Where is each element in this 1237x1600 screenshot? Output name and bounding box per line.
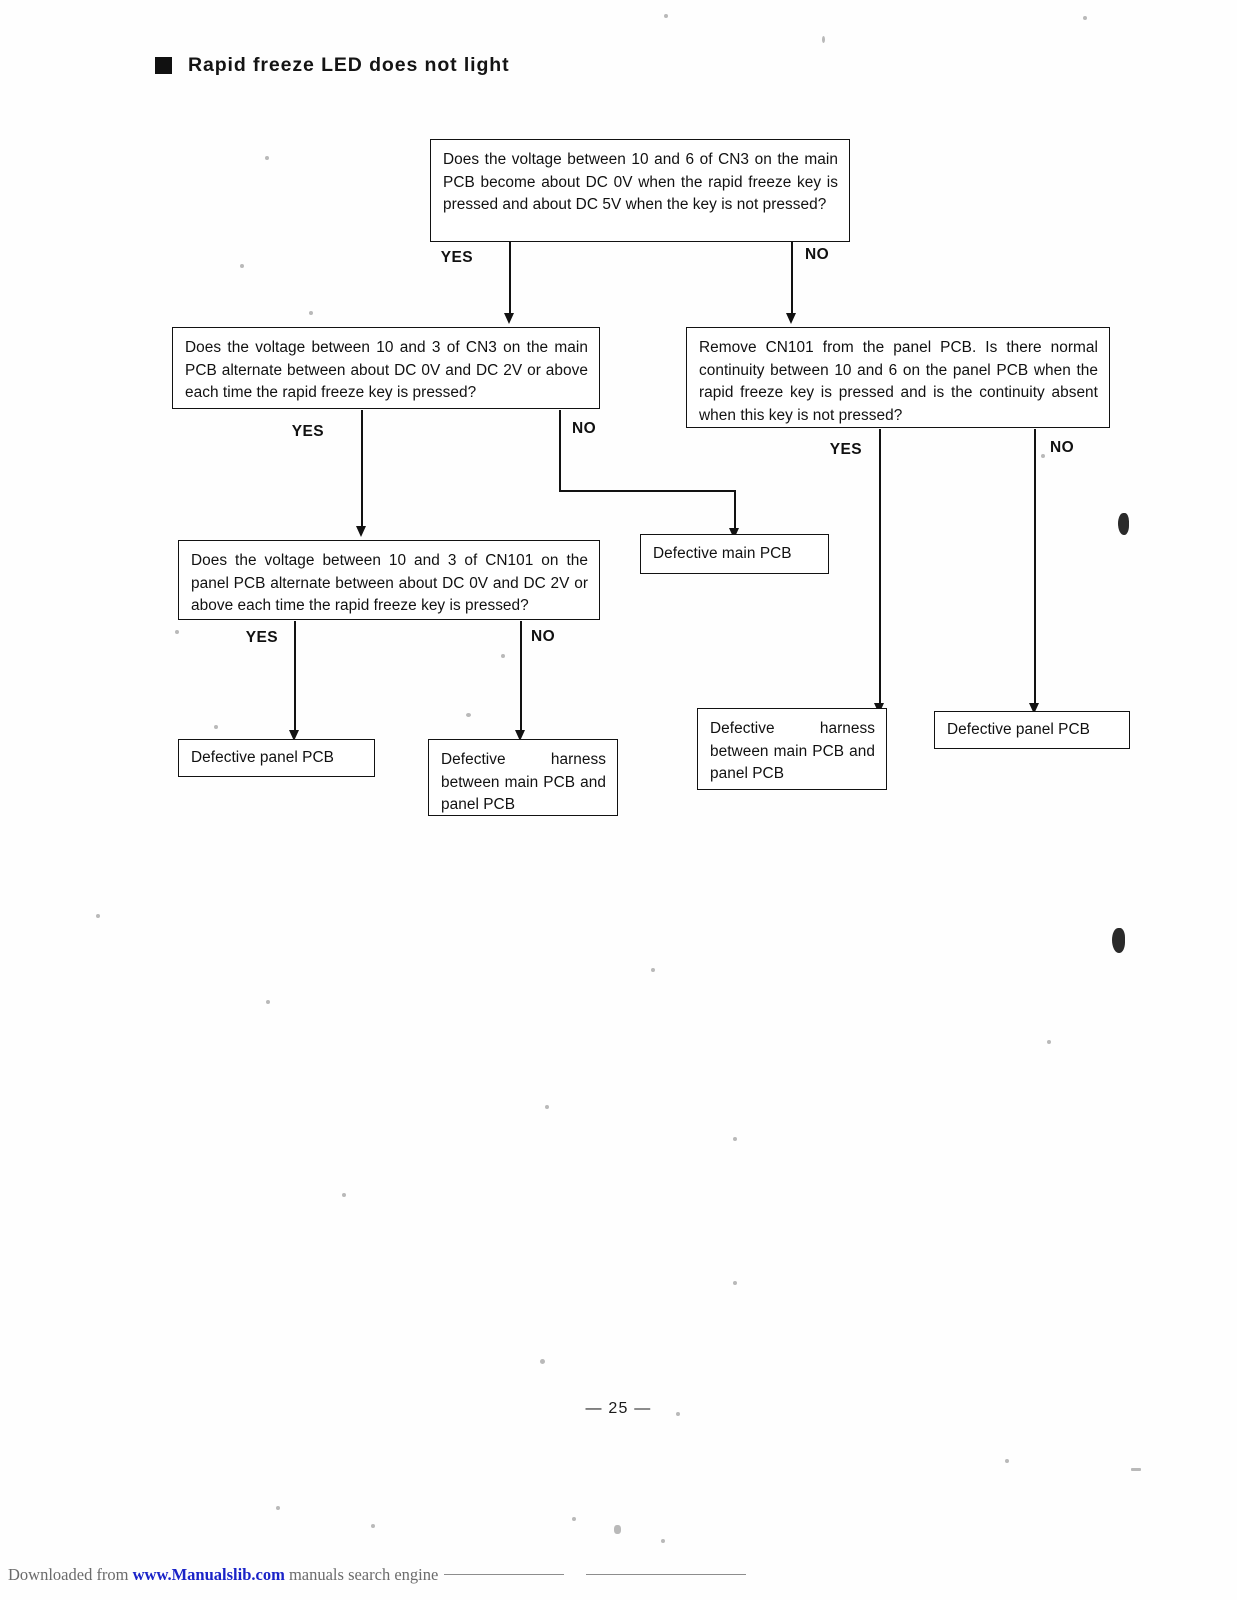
arrowhead-q2-yes xyxy=(356,526,366,537)
flowchart-node-q3-text: Remove CN101 from the panel PCB. Is ther… xyxy=(699,339,1098,424)
scan-speck-23 xyxy=(1005,1459,1009,1463)
scan-speck-11 xyxy=(466,713,471,717)
branch-label-q1-no: NO xyxy=(805,246,830,263)
arrowhead-q4-yes xyxy=(289,730,299,741)
scan-speck-1 xyxy=(1131,1468,1141,1471)
scan-speck-17 xyxy=(545,1105,549,1109)
scan-speck-9 xyxy=(175,630,179,634)
scan-speck-22 xyxy=(676,1412,680,1416)
scan-speck-24 xyxy=(276,1506,280,1510)
page-number: — 25 — xyxy=(585,1400,652,1417)
watermark-rule-2 xyxy=(586,1574,747,1575)
connector-q2-yes xyxy=(361,410,363,527)
flowchart-node-r2-text: Defective harness between main PCB and p… xyxy=(441,751,606,814)
scan-speck-21 xyxy=(540,1359,545,1364)
scan-speck-19 xyxy=(342,1193,346,1197)
flowchart-node-q3: Remove CN101 from the panel PCB. Is ther… xyxy=(686,327,1110,428)
scan-speck-16 xyxy=(1047,1040,1051,1044)
watermark-suffix: manuals search engine xyxy=(284,1565,439,1584)
watermark-prefix: Downloaded from xyxy=(8,1565,133,1584)
branch-label-q3-no: NO xyxy=(1050,439,1075,456)
scan-speck-12 xyxy=(214,725,218,729)
flowchart-node-r3: Defective main PCB xyxy=(640,534,829,574)
flowchart-node-q4: Does the voltage between 10 and 3 of CN1… xyxy=(178,540,600,620)
branch-label-q2-no: NO xyxy=(572,420,597,437)
flowchart-node-r5: Defective panel PCB xyxy=(934,711,1130,749)
connector-q3-yes xyxy=(879,429,881,704)
flowchart-node-q2: Does the voltage between 10 and 3 of CN3… xyxy=(172,327,600,409)
scan-speck-20 xyxy=(733,1281,737,1285)
connector-q1-no xyxy=(791,242,793,314)
scan-speck-27 xyxy=(614,1525,621,1534)
flowchart-node-r5-text: Defective panel PCB xyxy=(947,720,1090,738)
arrowhead-q4-no xyxy=(515,730,525,741)
branch-label-q4-yes: YES xyxy=(245,629,278,646)
scan-speck-18 xyxy=(733,1137,737,1141)
flowchart-node-q1: Does the voltage between 10 and 6 of CN3… xyxy=(430,139,850,242)
connector-q2-no-horizontal xyxy=(559,490,736,492)
page-title: Rapid freeze LED does not light xyxy=(155,54,510,77)
scan-speck-13 xyxy=(96,914,100,918)
connector-q4-no xyxy=(520,621,522,731)
flowchart-node-r4: Defective harness between main PCB and p… xyxy=(697,708,887,790)
scan-artifact-lower xyxy=(1112,928,1125,953)
connector-q4-yes xyxy=(294,621,296,731)
watermark-rule-1 xyxy=(444,1574,565,1575)
scan-speck-6 xyxy=(240,264,244,268)
arrowhead-q1-no xyxy=(786,313,796,324)
scan-artifact-upper xyxy=(1118,513,1129,535)
scan-speck-15 xyxy=(651,968,655,972)
connector-q3-no xyxy=(1034,429,1036,704)
branch-label-q1-yes: YES xyxy=(440,249,473,266)
scan-speck-5 xyxy=(265,156,269,160)
scan-speck-2 xyxy=(664,14,668,18)
arrowhead-q2-no xyxy=(729,528,739,539)
connector-q2-no-drop xyxy=(734,490,736,530)
connector-q1-yes xyxy=(509,242,511,314)
scan-speck-25 xyxy=(371,1524,375,1528)
scan-speck-28 xyxy=(661,1539,665,1543)
flowchart-node-q2-text: Does the voltage between 10 and 3 of CN3… xyxy=(185,339,588,402)
branch-label-q3-yes: YES xyxy=(829,441,862,458)
flowchart-node-q1-text: Does the voltage between 10 and 6 of CN3… xyxy=(443,151,838,214)
watermark-link[interactable]: www.Manualslib.com xyxy=(132,1565,285,1584)
branch-label-q4-no: NO xyxy=(531,628,556,645)
scan-speck-3 xyxy=(822,36,825,43)
square-bullet-icon xyxy=(155,57,172,74)
flowchart-node-r4-text: Defective harness between main PCB and p… xyxy=(710,720,875,783)
flowchart-node-r3-text: Defective main PCB xyxy=(653,544,792,562)
scan-speck-8 xyxy=(1041,454,1045,458)
watermark: Downloaded from www.Manualslib.com manua… xyxy=(8,1565,747,1585)
flowchart-node-q4-text: Does the voltage between 10 and 3 of CN1… xyxy=(191,552,588,615)
scan-speck-26 xyxy=(572,1517,576,1521)
flowchart-node-r1: Defective panel PCB xyxy=(178,739,375,777)
branch-label-q2-yes: YES xyxy=(291,423,324,440)
scan-speck-7 xyxy=(309,311,313,315)
flowchart-node-r2: Defective harness between main PCB and p… xyxy=(428,739,618,816)
scan-speck-4 xyxy=(1083,16,1087,20)
scan-speck-10 xyxy=(501,654,505,658)
arrowhead-q3-no xyxy=(1029,703,1039,714)
connector-q2-no-vertical xyxy=(559,410,561,492)
page-title-label: Rapid freeze LED does not light xyxy=(188,54,510,76)
flowchart-node-r1-text: Defective panel PCB xyxy=(191,748,334,766)
scan-speck-14 xyxy=(266,1000,270,1004)
arrowhead-q1-yes xyxy=(504,313,514,324)
